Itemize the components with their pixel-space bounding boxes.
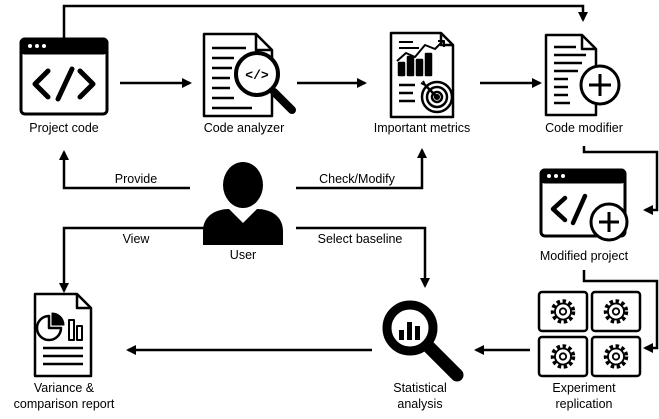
arrow-top-loop <box>62 4 588 38</box>
label-statistical-line2: analysis <box>397 397 442 411</box>
edge-label-view: View <box>123 232 151 246</box>
arrow-modifier-to-modified <box>582 146 659 215</box>
label-important-metrics: Important metrics <box>374 121 471 135</box>
user-icon <box>203 162 283 245</box>
label-code-analyzer: Code analyzer <box>204 121 285 135</box>
code-window-plus-icon <box>539 168 629 242</box>
label-code-modifier: Code modifier <box>545 121 623 135</box>
arrow-modified-to-experiment <box>582 270 659 353</box>
gears-grid-icon <box>537 290 642 378</box>
label-statistical-line1: Statistical <box>393 381 447 395</box>
svg-text:</>: </> <box>245 68 269 83</box>
chart-magnifier-icon <box>382 300 464 382</box>
arrow-user-select-baseline <box>296 226 430 288</box>
label-user: User <box>230 248 256 262</box>
node-labels: Project code Code analyzer Important met… <box>14 121 629 411</box>
edge-labels: Provide Check/Modify View Select baselin… <box>115 172 403 246</box>
edge-label-select-baseline: Select baseline <box>318 232 403 246</box>
edge-label-check-modify: Check/Modify <box>319 172 395 186</box>
label-project-code: Project code <box>29 121 99 135</box>
arrow-user-check-modify <box>296 148 427 190</box>
arrow-user-view <box>59 226 208 293</box>
report-document-icon <box>33 292 93 378</box>
label-report-line2: comparison report <box>14 397 115 411</box>
code-magnifier-icon: </> <box>202 32 296 118</box>
label-experiment-line2: replication <box>556 397 613 411</box>
edge-label-provide: Provide <box>115 172 157 186</box>
metrics-document-icon <box>389 31 455 119</box>
label-report-line1: Variance & <box>34 381 95 395</box>
label-experiment-line1: Experiment <box>552 381 616 395</box>
arrow-user-provide <box>59 150 190 190</box>
document-plus-icon <box>544 33 621 117</box>
connectors <box>59 4 659 355</box>
code-window-icon <box>19 37 109 116</box>
label-modified-project: Modified project <box>540 249 629 263</box>
